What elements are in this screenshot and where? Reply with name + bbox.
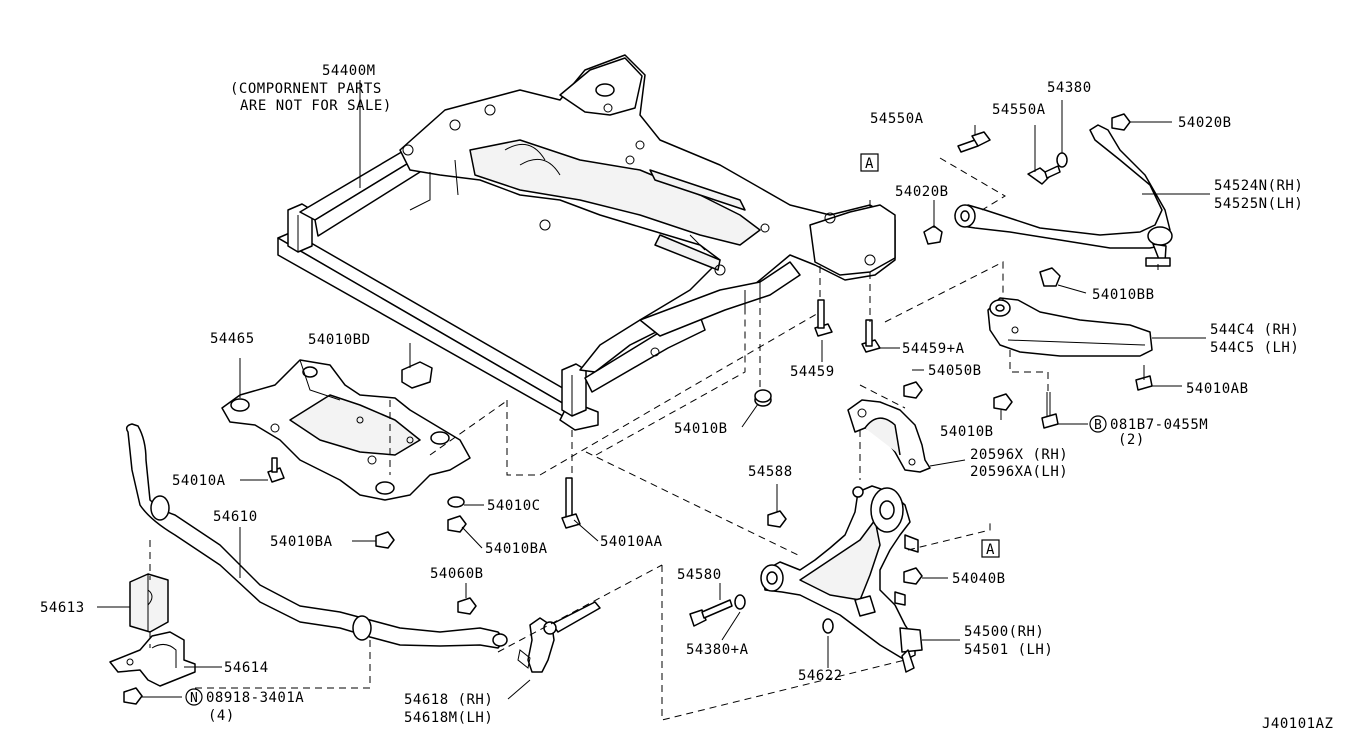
circle-n-symbol: [185, 688, 203, 706]
label-54400m-note-1: (COMPORNENT PARTS: [230, 81, 382, 97]
label-54524n-rh: 54524N(RH): [1214, 178, 1303, 194]
label-54500-rh: 54500(RH): [964, 624, 1044, 640]
label-54580: 54580: [677, 567, 722, 583]
label-54614: 54614: [224, 660, 269, 676]
label-54010bd: 54010BD: [308, 332, 371, 348]
upper-link-54524n: [954, 124, 1173, 267]
label-54613: 54613: [40, 600, 85, 616]
leader-lines: [97, 80, 1210, 700]
label-54400m-note-2: ARE NOT FOR SALE): [240, 98, 392, 114]
label-54010bb: 54010BB: [1092, 287, 1155, 303]
label-54010ba-center: 54010BA: [485, 541, 548, 557]
label-54550a-right: 54550A: [992, 102, 1046, 118]
suspension-member-54400m: [277, 54, 896, 431]
label-081b7-qty: (2): [1118, 432, 1145, 448]
transverse-link-54500: [760, 485, 923, 673]
diagram-code: J40101AZ: [1262, 716, 1333, 732]
label-54020b-top: 54020B: [1178, 115, 1232, 131]
label-20596x: 20596X (RH): [970, 447, 1068, 463]
label-54060b: 54060B: [430, 566, 484, 582]
gusset-54465: [221, 359, 471, 501]
label-54010ba-left: 54010BA: [270, 534, 333, 550]
label-54380a: 54380+A: [686, 642, 749, 658]
label-54465: 54465: [210, 331, 255, 347]
stabilizer-bushing-54613: [129, 573, 169, 633]
reference-box-a-top: A: [860, 153, 879, 172]
reference-box-a-bottom: A: [981, 539, 1000, 558]
label-081b7-0455m: 081B7-0455M: [1110, 417, 1208, 433]
label-54610: 54610: [213, 509, 258, 525]
label-54380: 54380: [1047, 80, 1092, 96]
label-54010c: 54010C: [487, 498, 541, 514]
label-54010aa: 54010AA: [600, 534, 663, 550]
label-54010a: 54010A: [172, 473, 226, 489]
label-54618-rh: 54618 (RH): [404, 692, 493, 708]
fasteners: [123, 113, 1153, 705]
alignment-lines: [149, 157, 1159, 721]
part-labels: 54400M (COMPORNENT PARTS ARE NOT FOR SAL…: [40, 63, 1333, 732]
svg-text:A: A: [986, 542, 995, 558]
label-54020b-left: 54020B: [895, 184, 949, 200]
label-54459a: 54459+A: [902, 341, 965, 357]
circle-n-letter: N: [190, 691, 198, 706]
stabilizer-clamp-54614: [109, 631, 196, 687]
label-54010ab: 54010AB: [1186, 381, 1249, 397]
label-54050b: 54050B: [928, 363, 982, 379]
label-54525n-lh: 54525N(LH): [1214, 196, 1303, 212]
label-54550a-left: 54550A: [870, 111, 924, 127]
label-54622: 54622: [798, 668, 843, 684]
label-54400m: 54400M: [322, 63, 376, 79]
stabilizer-link-54618: [517, 601, 601, 673]
label-08918-3401a: 08918-3401A: [206, 690, 304, 706]
label-54588: 54588: [748, 464, 793, 480]
label-54040b: 54040B: [952, 571, 1006, 587]
bushing-bracket-20596x: [847, 399, 931, 473]
svg-text:A: A: [865, 156, 874, 172]
label-54010b-right: 54010B: [940, 424, 994, 440]
label-544c5-lh: 544C5 (LH): [1210, 340, 1299, 356]
label-54459: 54459: [790, 364, 835, 380]
label-20596xa: 20596XA(LH): [970, 464, 1068, 480]
circle-b-symbol: [1089, 415, 1107, 433]
label-08918-qty: (4): [208, 708, 235, 724]
lower-link-544c4: [987, 297, 1153, 357]
label-544c4-rh: 544C4 (RH): [1210, 322, 1299, 338]
label-54618m-lh: 54618M(LH): [404, 710, 493, 726]
label-54501-lh: 54501 (LH): [964, 642, 1053, 658]
label-54010b-center: 54010B: [674, 421, 728, 437]
circle-b-letter: B: [1094, 418, 1102, 433]
stabilizer-bar-54610: [125, 423, 508, 649]
